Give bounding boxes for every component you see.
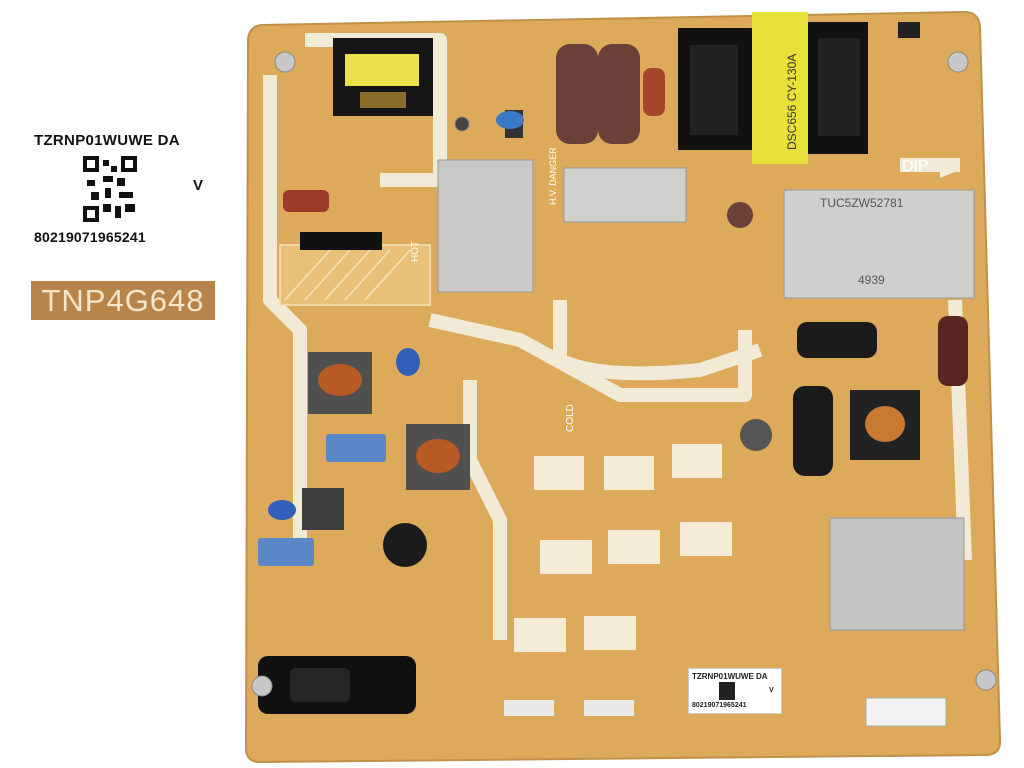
label-part-number: TZRNP01WUWE DA (34, 132, 180, 149)
sticker-mark: V (769, 687, 774, 694)
qr-code-icon (83, 156, 137, 222)
cold-marking: COLD (565, 404, 576, 432)
sticker-qr-icon (719, 682, 735, 700)
heatsink-number: 4939 (858, 273, 885, 287)
x-capacitors (258, 434, 386, 566)
heatsinks (437, 159, 975, 631)
hv-danger-marking: H.V. DANGER (548, 147, 558, 205)
heatsink-code: TUC5ZW52781 (820, 196, 904, 210)
sticker-part-number: TZRNP01WUWE DA (692, 672, 768, 681)
transformer-label: DSC656 CY-130A (785, 53, 799, 150)
small-components (268, 110, 524, 567)
transformer-main (678, 12, 868, 164)
smd-pads (514, 444, 732, 652)
transformer-standby (333, 38, 433, 116)
model-tag: TNP4G648 (31, 281, 215, 320)
label-serial: 80219071965241 (34, 229, 146, 245)
connectors (258, 22, 947, 727)
hot-zone (279, 244, 431, 306)
dip-arrow-icon (940, 162, 960, 178)
bulk-capacitors (556, 44, 665, 144)
board-sticker: TZRNP01WUWE DA V 80219071965241 (688, 668, 782, 714)
sticker-serial: 80219071965241 (692, 702, 747, 709)
mounting-holes (251, 51, 997, 697)
hot-marking: HOT (410, 240, 421, 262)
dip-marking: DIP (902, 158, 929, 175)
electrolytic-capacitors (727, 202, 968, 476)
chokes (302, 352, 920, 530)
label-mark: V (193, 177, 204, 194)
product-label: TZRNP01WUWE DA V 80219071965241 (28, 122, 218, 252)
